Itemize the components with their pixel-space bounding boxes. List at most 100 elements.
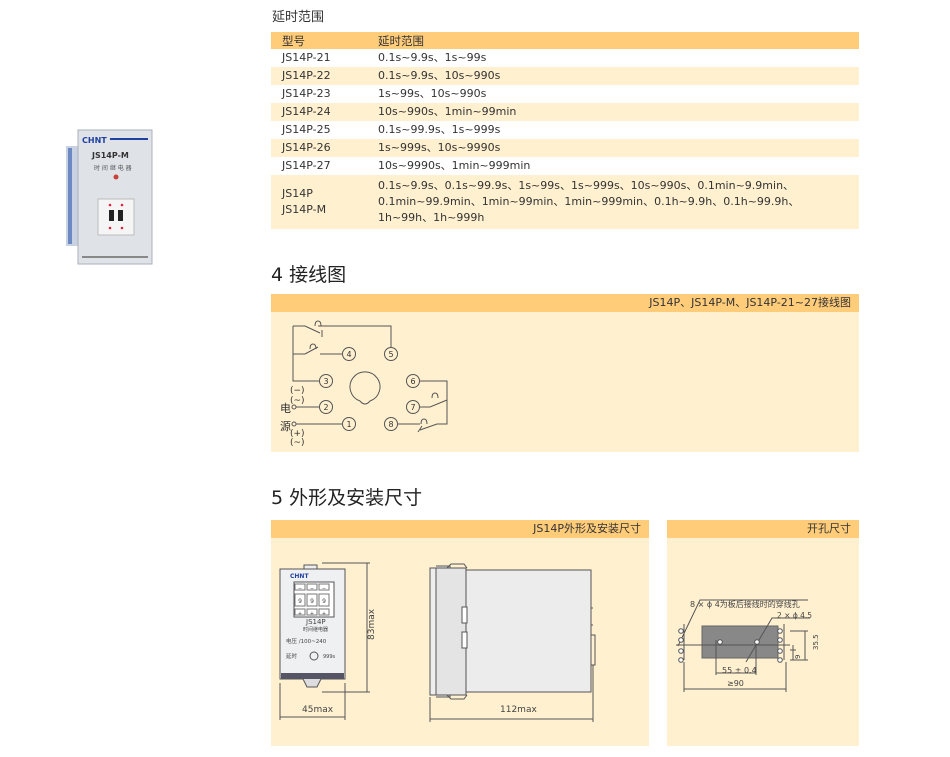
terminal-label: 5 bbox=[388, 350, 393, 359]
terminal-1 bbox=[342, 417, 356, 431]
front-digit-key bbox=[318, 593, 330, 607]
front-digit-key bbox=[306, 593, 318, 607]
wiring-panel-title: JS14P、JS14P-M、JS14P-21~27接线图 bbox=[271, 294, 859, 312]
hole-mark bbox=[754, 639, 760, 645]
hole-mark bbox=[678, 628, 684, 634]
cutout-note-mount: 2 × ϕ 4.5 bbox=[777, 611, 812, 620]
label-minus: (−) bbox=[290, 386, 305, 396]
terminal-3 bbox=[319, 374, 333, 388]
front-plus-label: + bbox=[310, 611, 314, 617]
hole-mark bbox=[777, 628, 783, 634]
front-minus-key bbox=[306, 583, 318, 591]
front-model: JS14P bbox=[305, 618, 326, 626]
range-cell: 0.1s~9.9s、1s~99s bbox=[378, 51, 487, 64]
front-minus-label: − bbox=[298, 586, 302, 592]
front-digit-label: 9 bbox=[310, 598, 314, 605]
front-plus-key bbox=[294, 608, 306, 616]
range-cell: 1s~99s、10s~990s bbox=[378, 87, 487, 100]
range-cell: 10s~9990s、1min~999min bbox=[378, 159, 531, 172]
table-row: JS14P JS14P-M 0.1s~9.9s、0.1s~99.9s、1s~99s、… bbox=[271, 175, 859, 229]
hole-mark bbox=[678, 648, 684, 654]
hole-mark bbox=[777, 648, 783, 654]
terminal-label: 4 bbox=[346, 350, 351, 359]
svg-text:CHNT: CHNT bbox=[82, 136, 107, 145]
column-header-model: 型号 bbox=[271, 32, 378, 49]
front-minus-key bbox=[294, 583, 306, 591]
terminal-label: 2 bbox=[323, 403, 328, 412]
table-row: JS14P-27 10s~9990s、1min~999min bbox=[271, 157, 859, 175]
range-line: 0.1s~9.9s、0.1s~99.9s、1s~99s、1s~999s、10s~… bbox=[378, 179, 795, 192]
hole-mark bbox=[777, 657, 783, 663]
model-cell: JS14P-26 bbox=[271, 139, 378, 157]
hole-mark bbox=[777, 637, 783, 643]
label-ac2: (~) bbox=[290, 438, 305, 448]
hole-mark bbox=[678, 657, 684, 663]
hole-mark bbox=[678, 637, 684, 643]
model-cell: JS14P-24 bbox=[271, 103, 378, 121]
label-ac1: (~) bbox=[290, 396, 305, 406]
terminal-label: 8 bbox=[388, 420, 393, 429]
terminal-7 bbox=[406, 400, 420, 414]
range-line: 1h~99h、1h~999h bbox=[378, 211, 485, 224]
delay-range-title: 延时范围 bbox=[272, 10, 325, 25]
dim-9: 9 bbox=[794, 655, 802, 659]
terminal-5 bbox=[384, 347, 398, 361]
front-digit-label: 9 bbox=[322, 598, 326, 605]
front-delay-value: 999s bbox=[323, 654, 336, 660]
column-header-range: 延时范围 bbox=[378, 32, 859, 49]
terminal-2 bbox=[319, 400, 333, 414]
terminal-8 bbox=[384, 417, 398, 431]
dim-90: ≥90 bbox=[727, 679, 744, 688]
terminal-label: 3 bbox=[323, 377, 328, 386]
cutout-panel-title: 开孔尺寸 bbox=[667, 520, 859, 538]
terminal-label: 7 bbox=[410, 403, 415, 412]
range-cell: 1s~999s、10s~9990s bbox=[378, 139, 859, 157]
label-plus: (+) bbox=[290, 429, 305, 439]
svg-text:JS14P-M: JS14P-M bbox=[91, 151, 129, 160]
hole-mark bbox=[717, 639, 723, 645]
front-voltage: 电压 /100~240 bbox=[286, 637, 327, 645]
dim-35-5: 35.5 bbox=[812, 634, 820, 650]
model-cell: JS14P-23 bbox=[282, 87, 331, 100]
model-cell: JS14P JS14P-M bbox=[271, 175, 378, 229]
front-name: 时间继电器 bbox=[303, 626, 328, 633]
dim-width: 45max bbox=[302, 705, 334, 715]
dim-height: 83max bbox=[367, 608, 377, 640]
dim-depth: 112max bbox=[500, 705, 537, 715]
model-line: JS14P-M bbox=[282, 203, 327, 216]
model-cell: JS14P-27 bbox=[282, 159, 331, 172]
product-photo: CHNT JS14P-M 时 间 继 电 器 bbox=[66, 129, 153, 265]
range-cell: 0.1s~99.9s、1s~999s bbox=[378, 123, 501, 136]
terminal-6 bbox=[406, 374, 420, 388]
label-power1: 电 bbox=[280, 402, 291, 415]
terminal-4 bbox=[342, 347, 356, 361]
cutout-note-holes: 8 × ϕ 4为板后接线时的穿线孔 bbox=[690, 599, 800, 609]
front-minus-label: − bbox=[310, 586, 314, 592]
model-line: JS14P bbox=[282, 187, 313, 200]
front-delay-label: 延时 bbox=[286, 652, 298, 660]
range-line: 0.1min~99.9min、1min~99min、1min~999min、0.… bbox=[378, 195, 800, 208]
wiring-section-title: 4 接线图 bbox=[271, 264, 347, 286]
range-cell: 0.1s~9.9s、0.1s~99.9s、1s~99s、1s~999s、10s~… bbox=[378, 175, 859, 229]
front-minus-label: − bbox=[322, 586, 326, 592]
dimension-panel-title: JS14P外形及安装尺寸 bbox=[271, 520, 649, 538]
dimension-section-title: 5 外形及安装尺寸 bbox=[271, 487, 423, 509]
front-plus-key bbox=[318, 608, 330, 616]
model-cell: JS14P-21 bbox=[282, 51, 331, 64]
front-brand: CHNT bbox=[290, 573, 309, 580]
table-row: JS14P-21 0.1s~9.9s、1s~99s bbox=[271, 49, 859, 67]
model-cell: JS14P-22 bbox=[271, 67, 378, 85]
front-digit-key bbox=[294, 593, 306, 607]
range-cell: 10s~990s、1min~99min bbox=[378, 103, 859, 121]
front-plus-key bbox=[306, 608, 318, 616]
dim-55: 55 ± 0.4 bbox=[722, 666, 757, 675]
table-row: JS14P-23 1s~99s、10s~990s bbox=[271, 85, 859, 103]
svg-text:时 间 继 电 器: 时 间 继 电 器 bbox=[94, 164, 132, 172]
